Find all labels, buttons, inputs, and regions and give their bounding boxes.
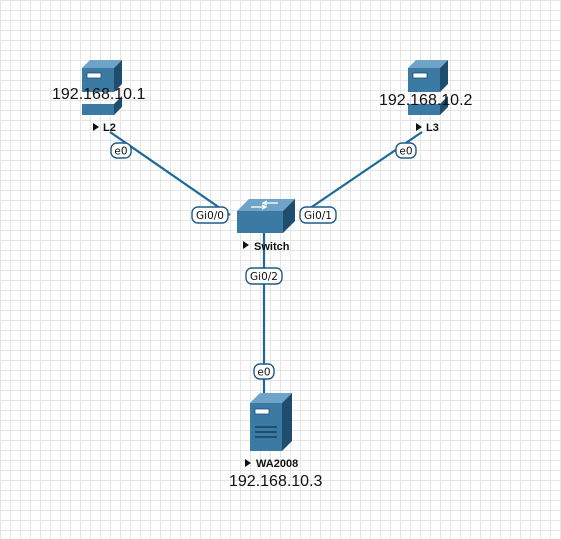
node-name-switch: Switch [254, 241, 290, 253]
node-name-l2: L2 [103, 122, 116, 134]
play-icon [416, 123, 422, 131]
node-name-l3: L3 [426, 122, 439, 134]
play-icon [243, 241, 249, 249]
port-label-switch-gi01[interactable]: Gi0/1 [299, 206, 337, 224]
svg-text:e0: e0 [399, 146, 412, 158]
ip-label-wa2008: 192.168.10.3 [229, 473, 323, 490]
host-box-icon [82, 60, 122, 115]
server-tower-icon [250, 393, 292, 451]
node-l2[interactable]: 192.168.10.1 L2 [52, 60, 146, 134]
port-label-l3-e0[interactable]: e0 [395, 142, 417, 159]
node-wa2008[interactable]: WA2008 192.168.10.3 [229, 393, 323, 490]
port-label-switch-gi02[interactable]: Gi0/2 [245, 267, 283, 285]
svg-text:Gi0/0: Gi0/0 [196, 210, 224, 222]
ip-label-l3: 192.168.10.2 [379, 92, 473, 109]
host-box-icon [408, 60, 448, 115]
play-icon [93, 123, 99, 131]
svg-text:Gi0/1: Gi0/1 [304, 210, 332, 222]
svg-text:e0: e0 [257, 367, 270, 379]
port-label-switch-gi00[interactable]: Gi0/0 [191, 206, 229, 224]
node-switch[interactable]: Switch [237, 199, 295, 253]
node-l3[interactable]: 192.168.10.2 L3 [379, 60, 473, 134]
port-label-l2-e0[interactable]: e0 [110, 142, 132, 159]
svg-text:Gi0/2: Gi0/2 [250, 271, 278, 283]
switch-icon [237, 199, 295, 233]
svg-text:e0: e0 [114, 146, 127, 158]
play-icon [245, 459, 251, 467]
node-name-wa2008: WA2008 [256, 458, 298, 470]
port-label-wa2008-e0[interactable]: e0 [253, 363, 275, 380]
ip-label-l2: 192.168.10.1 [52, 86, 146, 103]
